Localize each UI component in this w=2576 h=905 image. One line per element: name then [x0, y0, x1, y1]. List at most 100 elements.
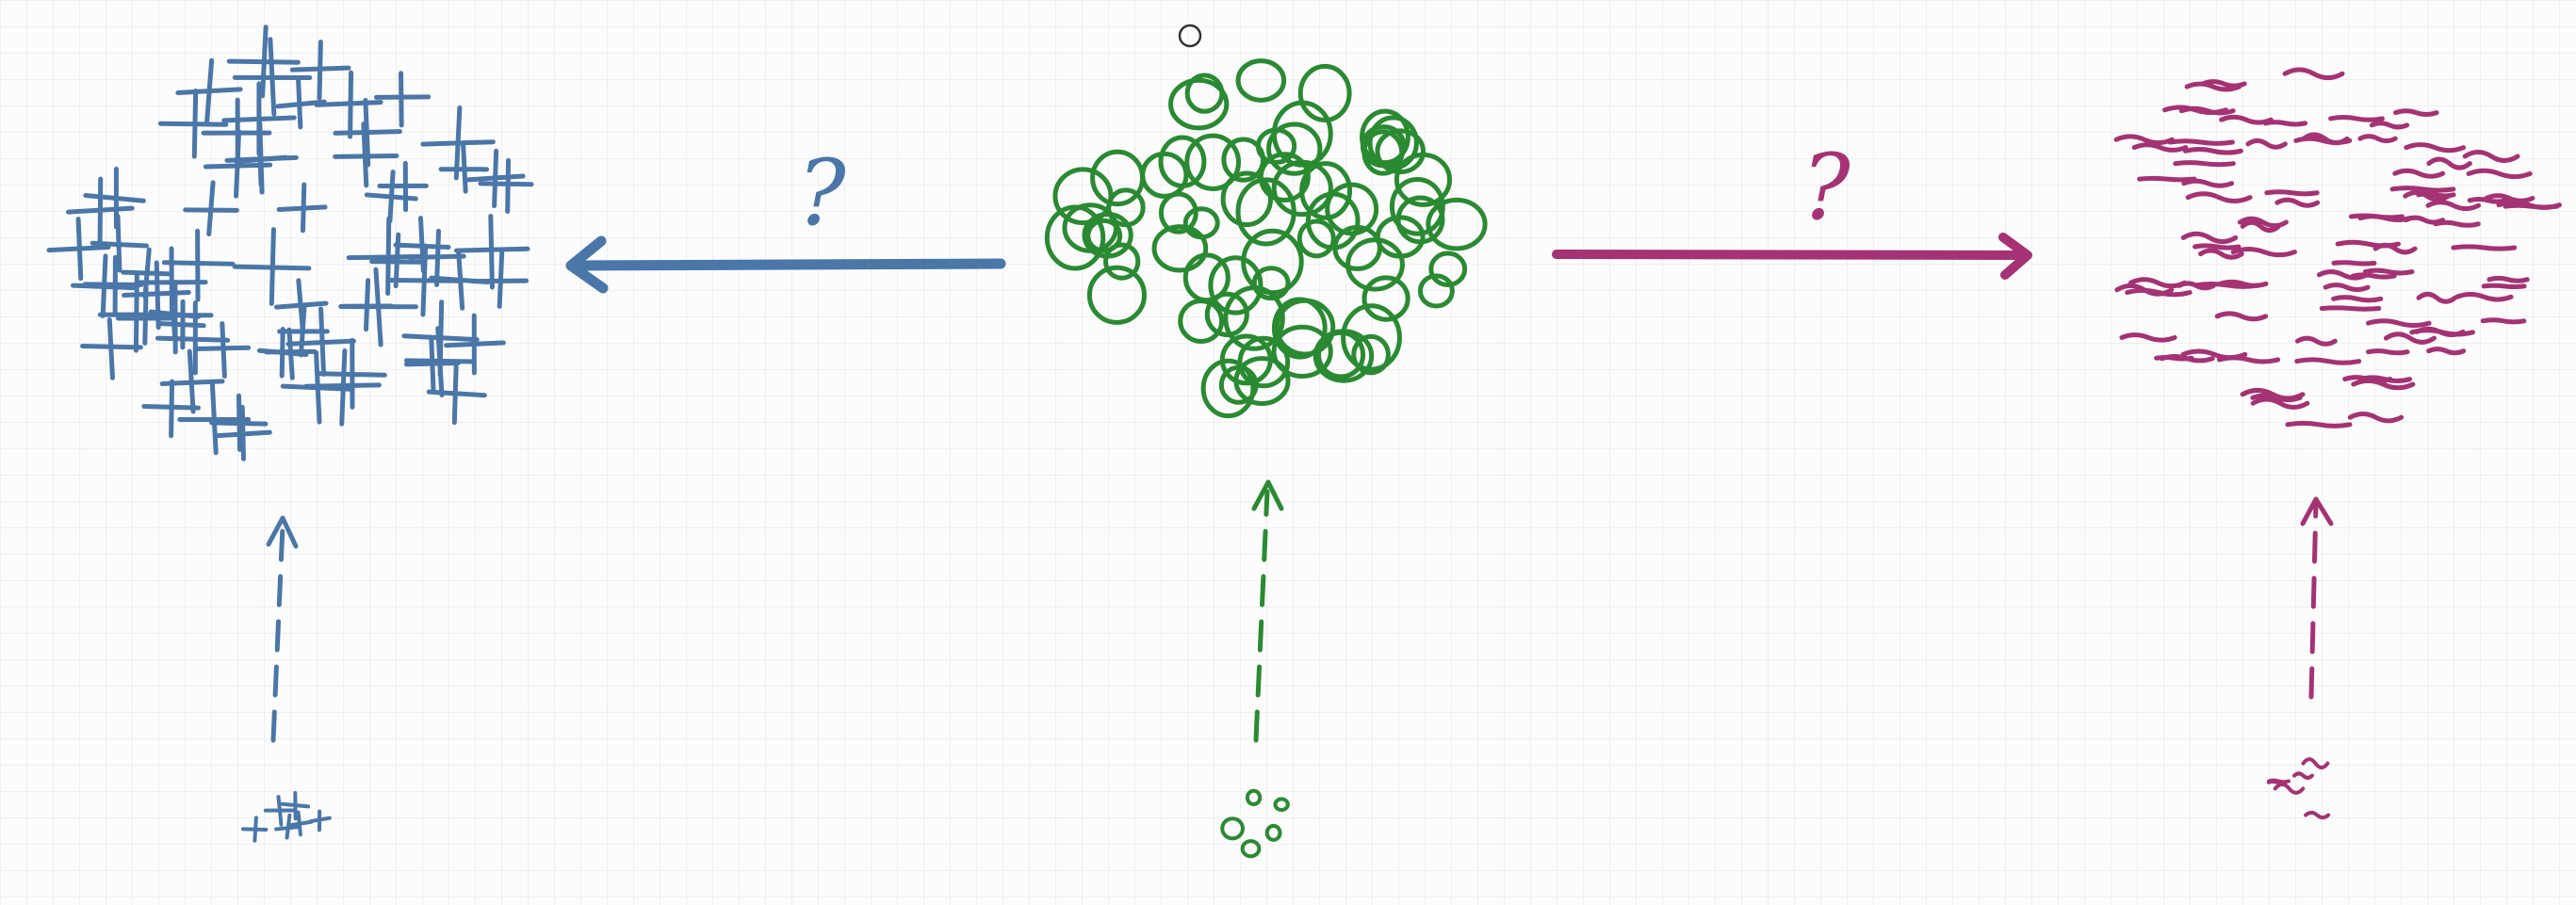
arrow-to-left [565, 235, 1006, 294]
circle-mark [1273, 797, 1290, 813]
dash-mark [2274, 197, 2321, 208]
circle-mark [1299, 161, 1353, 220]
dash-mark [2426, 156, 2472, 170]
cross-mark [264, 327, 318, 380]
cross-mark [209, 393, 269, 452]
cross-mark [193, 321, 252, 379]
circle-mark [1184, 133, 1242, 191]
question-mark-right: ? [1802, 135, 1850, 240]
circle-mark [1106, 187, 1146, 228]
dash-mark [2484, 193, 2535, 203]
dash-mark [2263, 120, 2308, 127]
dash-mark [2316, 269, 2370, 281]
circle-mark [1178, 299, 1225, 344]
circle-mark [1240, 839, 1262, 859]
dash-mark [2180, 348, 2248, 361]
circle-mark [1367, 115, 1419, 170]
cross-mark [338, 267, 418, 347]
cross-cluster-large [46, 24, 534, 461]
cross-mark [232, 227, 312, 306]
dash-mark [2273, 782, 2306, 795]
cross-mark [234, 133, 288, 187]
dash-mark [2319, 305, 2382, 312]
circle-mark [1426, 197, 1488, 251]
circle-mark [1360, 108, 1410, 166]
cross-mark [364, 170, 418, 224]
dash-mark [2264, 189, 2320, 197]
dash-mark [2240, 387, 2306, 401]
cross-mark [83, 167, 146, 230]
dash-mark [2466, 168, 2533, 180]
dash-mark [2214, 311, 2269, 322]
circle-mark [1296, 218, 1336, 259]
dash-mark [2481, 283, 2527, 290]
circle-mark [1241, 228, 1304, 296]
circle-mark [1102, 242, 1141, 281]
dash-mark [2369, 121, 2410, 130]
circle-mark [1085, 218, 1123, 253]
circle-mark [1264, 823, 1282, 842]
cross-mark [469, 250, 530, 309]
cross-mark [201, 97, 272, 169]
dash-mark [2331, 295, 2384, 303]
arrow-to-right [1552, 233, 2032, 280]
circle-mark [1266, 121, 1323, 176]
cross-mark [289, 39, 351, 101]
dash-mark [2294, 357, 2362, 365]
dash-mark [2404, 142, 2467, 154]
circle-mark [1332, 224, 1382, 271]
dash-mark [2119, 332, 2177, 343]
dash-mark [2480, 317, 2527, 325]
circle-mark [1361, 275, 1410, 322]
cross-mark [438, 143, 490, 194]
dash-mark [2351, 378, 2416, 391]
cross-mark [46, 217, 111, 282]
cross-mark [286, 810, 314, 837]
cross-mark [333, 97, 402, 168]
dash-mark [2177, 281, 2216, 291]
dash-mark [2181, 178, 2235, 188]
cross-mark [276, 182, 328, 234]
dash-mark [2217, 279, 2269, 288]
dash-mark [2301, 757, 2330, 770]
circle-mark [1090, 149, 1146, 207]
dash-cluster-small [2266, 757, 2331, 820]
dash-mark [2131, 142, 2189, 153]
dash-mark [2433, 219, 2481, 228]
circle-mark [1221, 137, 1266, 183]
cross-mark [122, 260, 191, 331]
cross-mark [177, 381, 252, 456]
dash-mark [2154, 354, 2194, 362]
dash-mark [2393, 108, 2439, 117]
cross-mark [314, 70, 383, 139]
cross-mark [373, 71, 432, 128]
cross-mark [155, 300, 231, 376]
dash-mark [2180, 231, 2239, 245]
dashed-arrow-up-right [2300, 496, 2334, 700]
circle-mark [1220, 170, 1274, 228]
dash-mark [2335, 239, 2401, 249]
circle-mark [1389, 177, 1445, 236]
cross-mark [121, 247, 173, 299]
cross-mark [70, 253, 136, 318]
circle-mark [1220, 816, 1245, 841]
circle-mark [1325, 182, 1379, 236]
dash-mark [2240, 219, 2281, 234]
dash-mark [2294, 335, 2338, 347]
dash-mark [2219, 114, 2274, 125]
dashed-arrow-up-center [1251, 479, 1284, 743]
cross-mark [420, 105, 496, 181]
dash-mark [2182, 146, 2243, 155]
dash-mark [2404, 215, 2445, 225]
dash-mark [2425, 200, 2482, 212]
circle-mark [1245, 788, 1263, 807]
dash-mark [2185, 191, 2253, 204]
dash-mark [2454, 292, 2514, 302]
dash-mark [2462, 150, 2520, 163]
dash-mark [2347, 411, 2405, 424]
cross-mark [80, 316, 143, 380]
dash-mark [2366, 318, 2432, 329]
dash-mark [2357, 375, 2413, 383]
cross-mark [161, 228, 236, 302]
